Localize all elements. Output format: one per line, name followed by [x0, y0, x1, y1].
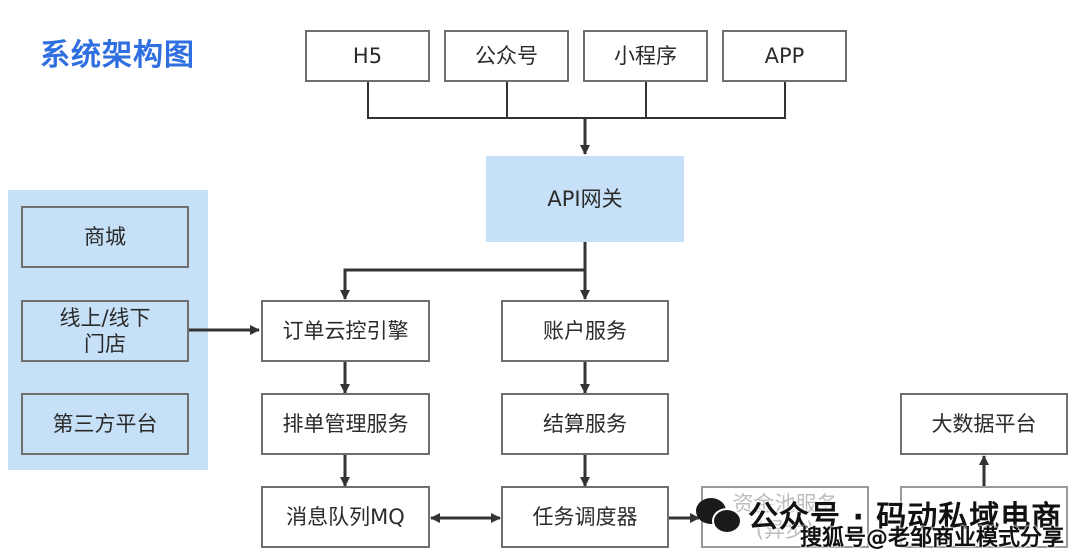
channel-third-party: 第三方平台 — [21, 393, 189, 455]
client-mini-program: 小程序 — [583, 30, 708, 82]
wechat-icon — [696, 494, 744, 534]
client-h5: H5 — [305, 30, 430, 82]
page-title: 系统架构图 — [40, 38, 195, 73]
gateway-to-order — [340, 242, 587, 300]
watermark-sub-text: 搜狐号@老邹商业模式分享 — [800, 526, 1065, 551]
watermark-main-text: 公众号 · 码动私域电商 — [748, 500, 1063, 535]
watermark: 公众号 · 码动私域电商 — [696, 492, 1062, 536]
dispatch-management-service: 排单管理服务 — [261, 393, 430, 455]
account-service: 账户服务 — [501, 300, 669, 362]
client-bus — [367, 82, 786, 119]
task-scheduler: 任务调度器 — [501, 486, 669, 548]
api-gateway: API网关 — [486, 156, 684, 242]
data-collection-box — [900, 486, 1068, 548]
order-cloud-engine: 订单云控引擎 — [261, 300, 430, 362]
client-app: APP — [722, 30, 847, 82]
message-queue: 消息队列MQ — [261, 486, 430, 548]
channel-mall: 商城 — [21, 206, 189, 268]
client-official-account: 公众号 — [444, 30, 569, 82]
settlement-service: 结算服务 — [501, 393, 669, 455]
big-data-platform: 大数据平台 — [900, 393, 1068, 455]
channel-online-offline-store: 线上/线下 门店 — [21, 300, 189, 362]
